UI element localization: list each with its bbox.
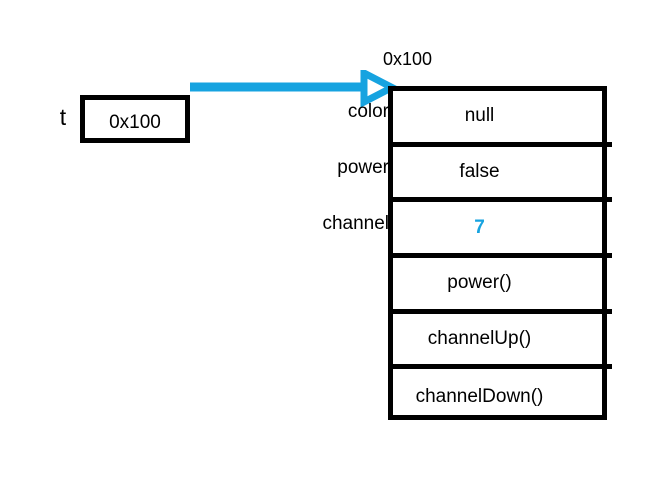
field-label-column: color power channel: [268, 86, 389, 420]
object-value-channelup-method: channelUp(): [427, 327, 532, 349]
object-row-channeldown-method: channelDown(): [393, 369, 602, 425]
row-divider-tick: [602, 364, 612, 370]
object-value-power-method: power(): [447, 272, 512, 294]
field-label-power: power: [337, 157, 389, 178]
object-value-color: null: [464, 105, 495, 127]
row-divider-tick: [602, 252, 612, 258]
object-value-channeldown-method: channelDown(): [415, 386, 544, 408]
field-label-color: color: [347, 101, 389, 122]
variable-name-label: t: [59, 104, 67, 130]
row-divider-tick: [602, 141, 612, 147]
reference-arrow-icon: [190, 70, 398, 108]
object-value-power: false: [459, 160, 500, 182]
variable-value: 0x100: [109, 112, 161, 133]
object-row-channelup-method: channelUp(): [393, 314, 612, 370]
object-row-channel: 7: [393, 202, 612, 258]
object-row-color: null: [393, 91, 612, 147]
object-address-label: 0x100: [383, 49, 433, 69]
object-row-power-method: power(): [393, 258, 612, 314]
variable-box: 0x100: [80, 95, 190, 143]
object-box: null false 7 power() channelUp() channel…: [388, 86, 612, 420]
field-label-channel: channel: [322, 213, 389, 234]
object-value-channel: 7: [474, 216, 485, 238]
object-row-power: false: [393, 147, 612, 203]
row-divider-tick: [602, 308, 612, 314]
row-divider-tick: [602, 197, 612, 203]
